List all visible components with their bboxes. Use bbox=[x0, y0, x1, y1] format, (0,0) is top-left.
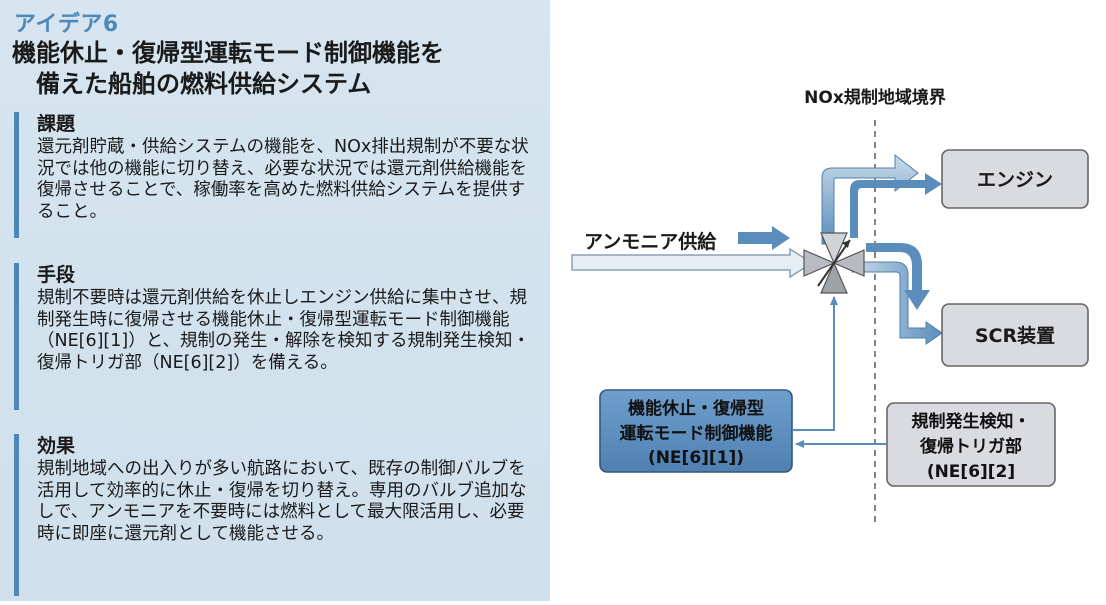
boundary-label: NOx規制地域境界 bbox=[804, 87, 946, 108]
engine-arrow-icon bbox=[850, 173, 942, 238]
engine-label: エンジン bbox=[977, 169, 1053, 191]
idea-label: アイデア6 bbox=[14, 12, 119, 37]
scr-pipe bbox=[851, 261, 943, 345]
problem-section: 課題 還元剤貯蔵・供給システムの機能を、NOx排出規制が不要な状況では他の機能に… bbox=[14, 112, 534, 238]
means-section: 手段 規制不要時は還元剤供給を休止しエンジン供給に集中させ、規制発生時に復帰させ… bbox=[14, 263, 534, 410]
problem-heading: 課題 bbox=[37, 113, 76, 135]
panel-title: 機能休止・復帰型運転モード制御機能を 備えた船舶の燃料供給システム bbox=[12, 38, 542, 100]
panel-title-line1: 機能休止・復帰型運転モード制御機能を bbox=[12, 39, 444, 67]
control-to-valve-arrow bbox=[792, 296, 838, 431]
scr-box bbox=[941, 303, 1089, 367]
trigger-box-line2: 復帰トリガ部 bbox=[919, 436, 1022, 457]
scr-down-arrow-icon bbox=[866, 243, 930, 310]
means-body: 規制不要時は還元剤供給を休止しエンジン供給に集中させ、規制発生時に復帰させる機能… bbox=[37, 288, 531, 373]
effect-heading: 効果 bbox=[37, 435, 76, 457]
problem-body: 還元剤貯蔵・供給システムの機能を、NOx排出規制が不要な状況では他の機能に切り替… bbox=[37, 137, 529, 222]
engine-pipe bbox=[821, 153, 919, 245]
control-box-line2: 運転モード制御機能 bbox=[620, 423, 773, 444]
panel-title-line2: 備えた船舶の燃料供給システム bbox=[36, 70, 372, 98]
effect-body: 規制地域への出入りが多い航路において、既存の制御バルブを活用して効率的に休止・復… bbox=[37, 459, 527, 544]
control-box-line1: 機能休止・復帰型 bbox=[628, 398, 764, 419]
main-inlet-pipe bbox=[571, 247, 814, 279]
diagram-svg: NOx規制地域境界 アンモニア供給 エンジン SCR装置 機能休止・復帰型 bbox=[571, 87, 1089, 522]
supply-arrow-icon bbox=[738, 226, 790, 250]
trigger-box-line1: 規制発生検知・ bbox=[912, 411, 1031, 432]
scr-label: SCR装置 bbox=[975, 324, 1055, 347]
engine-box bbox=[941, 149, 1089, 209]
control-valve-icon bbox=[803, 232, 865, 294]
control-box-line3: (NE[6][1]) bbox=[648, 448, 744, 468]
means-heading: 手段 bbox=[37, 264, 76, 286]
system-diagram: NOx規制地域境界 アンモニア供給 エンジン SCR装置 機能休止・復帰型 bbox=[550, 0, 1106, 601]
left-panel: アイデア6 機能休止・復帰型運転モード制御機能を 備えた船舶の燃料供給システム … bbox=[0, 0, 550, 601]
supply-label: アンモニア供給 bbox=[584, 230, 717, 253]
effect-section: 効果 規制地域への出入りが多い航路において、既存の制御バルブを活用して効率的に休… bbox=[14, 434, 534, 596]
trigger-box-line3: (NE[6][2] bbox=[927, 462, 1015, 482]
